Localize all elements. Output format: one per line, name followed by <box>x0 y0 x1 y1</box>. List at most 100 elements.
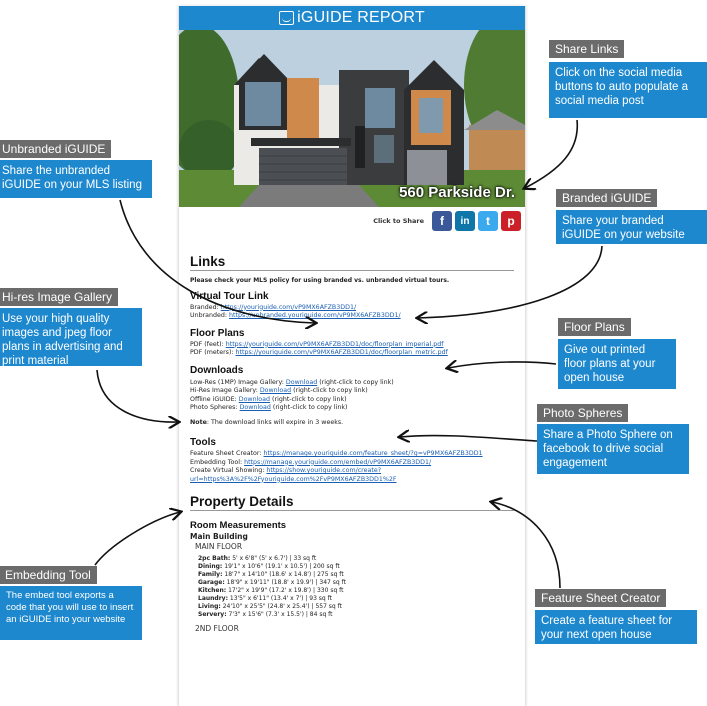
note-label: Note <box>190 418 207 426</box>
room-list: 2pc Bath: 5' x 6'8" (5' x 6.7') | 33 sq … <box>190 555 514 619</box>
links-heading: Links <box>190 254 514 271</box>
embedding-tool-link[interactable]: https://manage.youriguide.com/embed/vP9M… <box>244 458 432 466</box>
list-item: Living: 24'10" x 25'5" (24.8' x 25.4') |… <box>198 603 514 611</box>
room-name: Servery: <box>198 611 227 618</box>
feature-sheet-row: Feature Sheet Creator: https://manage.yo… <box>190 450 514 459</box>
linkedin-share-button[interactable]: in <box>455 211 475 231</box>
unbranded-label: Unbranded: <box>190 312 230 319</box>
floor-plan-feet-row: PDF (feet): https://youriguide.com/vP9MX… <box>190 341 514 350</box>
unbranded-callout-body: Share the unbranded iGUIDE on your MLS l… <box>0 160 152 198</box>
room-name: Garage: <box>198 579 225 586</box>
main-floor-label: MAIN FLOOR <box>195 542 243 551</box>
property-details-heading: Property Details <box>190 494 514 511</box>
download-expiry-note: Note: The download links will expire in … <box>190 419 514 428</box>
linkedin-icon: in <box>460 215 470 227</box>
virtual-showing-link-cont[interactable]: url=https%3A%2F%2Fyouriguide.com%2FvP9MX… <box>190 475 397 483</box>
hires-callout-body: Use your high quality images and jpeg fl… <box>0 308 142 367</box>
room-dims: 18'7" x 14'10" (18.6' x 14.8') | 275 sq … <box>222 571 344 578</box>
virtual-tour-heading: Virtual Tour Link <box>190 290 269 302</box>
building-name: Main Building <box>190 532 248 541</box>
branded-tour-link[interactable]: https://youriguide.com/vP9MX6AFZB3DD1/ <box>220 303 357 311</box>
room-dims: 18'9" x 19'11" (18.8' x 19.9') | 347 sq … <box>224 579 346 586</box>
embedding-callout-title: Embedding Tool <box>0 566 97 584</box>
list-item: Kitchen: 17'2" x 19'9" (17.2' x 19.8') |… <box>198 587 514 595</box>
list-item: Laundry: 13'5" x 6'11" (13.4' x 7') | 93… <box>198 595 514 603</box>
branded-label: Branded: <box>190 303 221 311</box>
download-label: Photo Spheres: <box>190 404 240 411</box>
pdf-feet-label: PDF (feet): <box>190 340 226 348</box>
property-photo: 560 Parkside Dr. <box>179 30 525 207</box>
room-name: Dining: <box>198 563 223 570</box>
room-dims: 19'1" x 10'6" (19.1' x 10.5') | 200 sq f… <box>222 563 340 570</box>
feature-sheet-callout-title: Feature Sheet Creator <box>535 589 667 607</box>
room-dims: 5' x 6'8" (5' x 6.7') | 33 sq ft <box>230 555 317 562</box>
twitter-share-button[interactable]: t <box>478 211 498 231</box>
feature-sheet-label: Feature Sheet Creator: <box>190 450 264 457</box>
embedding-arrow <box>94 512 180 566</box>
unbranded-callout-title: Unbranded iGUIDE <box>0 140 112 158</box>
share-bar: Click to Share f in t p <box>179 207 525 232</box>
embed-label: Embedding Tool: <box>190 458 245 466</box>
download-row: Offline iGUIDE: Download (right-click to… <box>190 396 514 405</box>
report-header: iGUIDE REPORT <box>179 6 525 30</box>
download-row: Hi-Res Image Gallery: Download (right-cl… <box>190 387 514 396</box>
share-links-arrow <box>525 119 579 188</box>
virtual-showing-label: Create Virtual Showing: <box>190 467 267 474</box>
share-label: Click to Share <box>373 217 424 225</box>
download-hint: (right-click to copy link) <box>270 395 347 403</box>
download-hint: (right-click to copy link) <box>291 387 368 394</box>
floor-plans-heading: Floor Plans <box>190 327 245 339</box>
download-label: Offline iGUIDE: <box>190 395 239 403</box>
share-links-callout-body: Click on the social media buttons to aut… <box>549 62 707 118</box>
low-res-download-link[interactable]: Download <box>285 378 318 386</box>
room-name: Laundry: <box>198 595 228 602</box>
twitter-icon: t <box>486 214 490 228</box>
list-item: Servery: 7'3" x 15'6" (7.3' x 15.5') | 8… <box>198 611 514 619</box>
photo-spheres-callout-body: Share a Photo Sphere on facebook to driv… <box>537 424 689 474</box>
embedding-callout-body: The embed tool exports a code that you w… <box>0 586 142 640</box>
offline-iguide-download-link[interactable]: Download <box>238 395 271 403</box>
virtual-showing-row-cont: url=https%3A%2F%2Fyouriguide.com%2FvP9MX… <box>190 476 514 485</box>
house-photo-illustration <box>179 30 525 207</box>
facebook-share-button[interactable]: f <box>432 211 452 231</box>
virtual-showing-row: Create Virtual Showing: https://show.you… <box>190 467 514 476</box>
downloads-heading: Downloads <box>190 364 244 376</box>
hires-callout-title: Hi-res Image Gallery <box>0 288 119 306</box>
second-floor-label: 2ND FLOOR <box>195 624 239 633</box>
pdf-meters-link[interactable]: https://youriguide.com/vP9MX6AFZB3DD1/do… <box>235 349 448 356</box>
pdf-feet-link[interactable]: https://youriguide.com/vP9MX6AFZB3DD1/do… <box>225 340 444 348</box>
hi-res-download-link[interactable]: Download <box>259 387 292 394</box>
download-row: Photo Spheres: Download (right-click to … <box>190 404 514 413</box>
branded-link-row: Branded: https://youriguide.com/vP9MX6AF… <box>190 304 514 313</box>
room-dims: 13'5" x 6'11" (13.4' x 7') | 93 sq ft <box>227 595 332 602</box>
branded-callout-title: Branded iGUIDE <box>556 189 658 207</box>
pinterest-share-button[interactable]: p <box>501 211 521 231</box>
photo-spheres-callout-title: Photo Spheres <box>537 404 629 422</box>
list-item: Garage: 18'9" x 19'11" (18.8' x 19.9') |… <box>198 579 514 587</box>
room-measurements-heading: Room Measurements <box>190 520 287 531</box>
download-row: Low-Res (1MP) Image Gallery: Download (r… <box>190 379 514 388</box>
floor-plans-callout-title: Floor Plans <box>558 318 631 336</box>
list-item: Dining: 19'1" x 10'6" (19.1' x 10.5') | … <box>198 563 514 571</box>
list-item: 2pc Bath: 5' x 6'8" (5' x 6.7') | 33 sq … <box>198 555 514 563</box>
room-name: Family: <box>198 571 223 578</box>
feature-sheet-callout-body: Create a feature sheet for your next ope… <box>535 610 697 644</box>
download-label: Hi-Res Image Gallery: <box>190 387 260 394</box>
download-hint: (right-click to copy link) <box>270 404 348 411</box>
report-document: iGUIDE REPORT <box>178 6 526 706</box>
facebook-icon: f <box>440 214 444 228</box>
room-name: Living: <box>198 603 221 610</box>
hires-arrow <box>96 369 178 422</box>
room-dims: 24'10" x 25'5" (24.8' x 25.4') | 557 sq … <box>220 603 343 610</box>
feature-sheet-link[interactable]: https://manage.youriguide.com/feature_sh… <box>263 450 483 457</box>
pinterest-icon: p <box>507 214 515 228</box>
download-label: Low-Res (1MP) Image Gallery: <box>190 378 286 386</box>
virtual-showing-link[interactable]: https://show.youriguide.com/create? <box>266 467 382 474</box>
unbranded-tour-link[interactable]: https://unbranded.youriguide.com/vP9MX6A… <box>229 312 401 319</box>
iguide-logo-icon <box>279 11 295 25</box>
embed-row: Embedding Tool: https://manage.youriguid… <box>190 459 514 468</box>
photo-spheres-download-link[interactable]: Download <box>239 404 271 411</box>
floor-plans-callout-body: Give out printed floor plans at your ope… <box>558 339 676 389</box>
note-text: : The download links will expire in 3 we… <box>206 418 344 426</box>
download-hint: (right-click to copy link) <box>317 378 394 386</box>
